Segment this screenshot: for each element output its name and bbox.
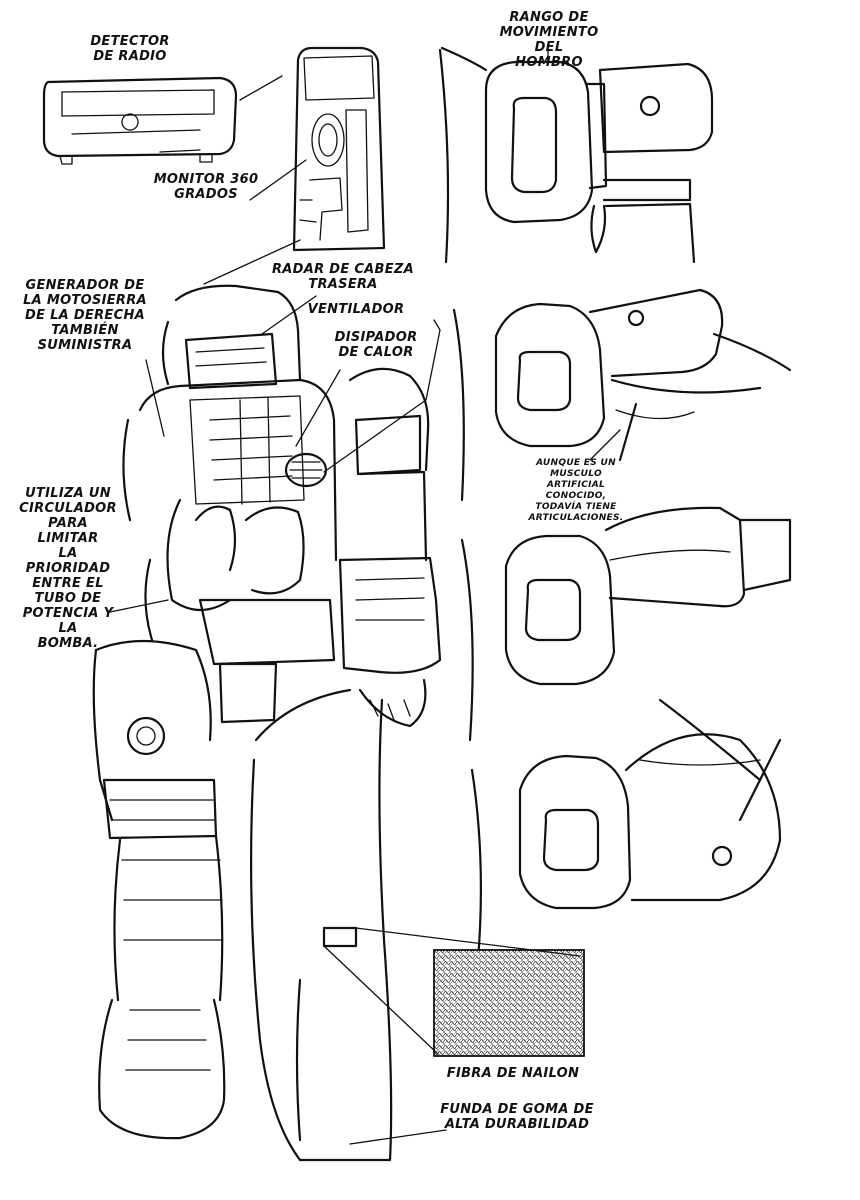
label-leader-lines — [109, 49, 621, 1145]
nylon-fiber-swatch — [323, 927, 585, 1057]
label-radio-detector: DETECTOR DE RADIO — [90, 34, 170, 64]
shoulder-joint-drawing-2 — [452, 288, 792, 502]
shoulder-joint-drawing-1 — [438, 46, 714, 264]
robot-body-drawing — [92, 284, 442, 1162]
label-fan: VENTILADOR — [307, 302, 405, 317]
label-nylon-fiber: FIBRA DE NAILON — [446, 1066, 580, 1081]
monitor-360-drawing — [203, 46, 386, 285]
label-heat-sink: DISIPADOR DE CALOR — [334, 330, 418, 360]
label-monitor-360: MONITOR 360 GRADOS — [153, 172, 259, 202]
shoulder-joint-drawing-4 — [470, 698, 782, 962]
label-circulator: UTILIZA UN CIRCULADOR PARA LIMITAR LA PR… — [19, 486, 117, 651]
shoulder-joint-drawing-3 — [460, 506, 792, 742]
label-rear-head-radar: RADAR DE CABEZA TRASERA — [271, 262, 415, 292]
label-chainsaw-generator: GENERADOR DE LA MOTOSIERRA DE LA DERECHA… — [23, 278, 147, 353]
label-shoulder-range: RANGO DE MOVIMIENTO DEL HOMBRO — [499, 10, 599, 70]
label-rubber-sleeve: FUNDA DE GOMA DE ALTA DURABILIDAD — [440, 1102, 594, 1132]
label-artificial-muscle: AUNQUE ES UN MUSCULO ARTIFICIAL CONOCIDO… — [528, 458, 624, 523]
radio-detector-drawing — [42, 76, 238, 165]
